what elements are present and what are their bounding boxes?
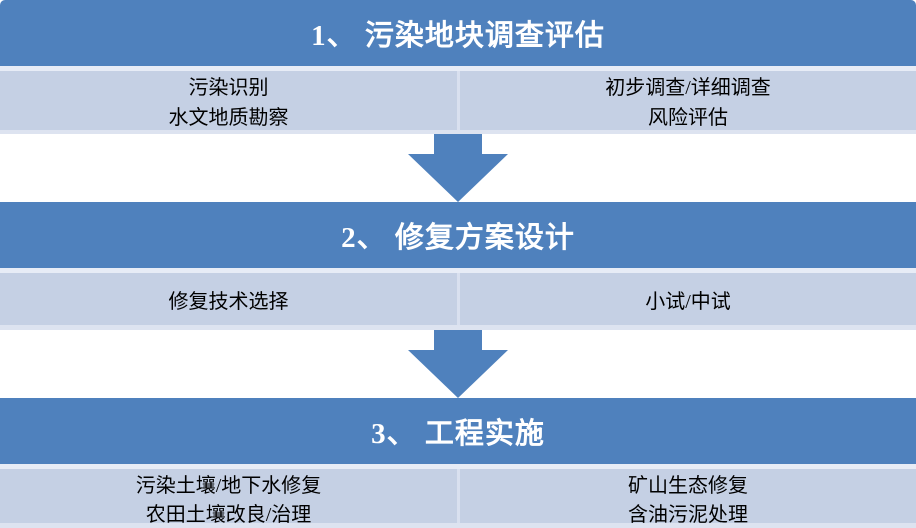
stage-1-section: 1、 污染地块调查评估 污染识别 水文地质勘察 初步调查/详细调查 风险评估 bbox=[0, 0, 916, 134]
stage-3-right-item-1: 矿山生态修复 bbox=[628, 475, 748, 497]
arrow-zone-1 bbox=[0, 134, 916, 202]
stage-1-left-item-1: 污染识别 bbox=[188, 77, 269, 100]
stage-2-header-separator bbox=[0, 268, 916, 273]
stage-2-body: 修复技术选择 小试/中试 bbox=[0, 273, 916, 325]
stage-3-section: 3、 工程实施 污染土壤/地下水修复 农田土壤改良/治理 矿山生态修复 含油污泥… bbox=[0, 398, 916, 528]
stage-3-body: 污染土壤/地下水修复 农田土壤改良/治理 矿山生态修复 含油污泥处理 bbox=[0, 469, 916, 526]
stage-2-header: 2、 修复方案设计 bbox=[0, 202, 916, 268]
down-arrow-icon bbox=[408, 330, 508, 398]
down-arrow-icon bbox=[408, 134, 508, 202]
stage-3-left-item-2: 农田土壤改良/治理 bbox=[145, 504, 312, 526]
stage-3-right-item-2: 含油污泥处理 bbox=[628, 504, 748, 526]
stage-2-right-cell: 小试/中试 bbox=[460, 273, 916, 325]
stage-3-bottom-edge bbox=[0, 523, 916, 528]
stage-3-column-divider bbox=[457, 469, 460, 523]
stage-1-left-item-2: 水文地质勘察 bbox=[168, 106, 289, 129]
stage-2-left-cell: 修复技术选择 bbox=[0, 273, 457, 325]
stage-1-left-cell: 污染识别 水文地质勘察 bbox=[0, 71, 457, 130]
stage-1-column-divider bbox=[457, 71, 460, 130]
stage-1-header: 1、 污染地块调查评估 bbox=[0, 0, 916, 66]
stage-3-header-separator bbox=[0, 464, 916, 469]
stage-3-right-cell: 矿山生态修复 含油污泥处理 bbox=[460, 469, 916, 526]
stage-1-title: 1、 污染地块调查评估 bbox=[311, 20, 605, 52]
stage-1-right-item-2: 风险评估 bbox=[648, 106, 728, 129]
stage-3-title: 3、 工程实施 bbox=[371, 418, 545, 450]
arrow-zone-2 bbox=[0, 330, 916, 398]
stage-1-header-separator bbox=[0, 66, 916, 71]
stage-1-body: 污染识别 水文地质勘察 初步调查/详细调查 风险评估 bbox=[0, 71, 916, 130]
stage-1-right-item-1: 初步调查/详细调查 bbox=[605, 77, 771, 100]
stage-2-section: 2、 修复方案设计 修复技术选择 小试/中试 bbox=[0, 202, 916, 330]
stage-2-right-item-1: 小试/中试 bbox=[645, 290, 731, 313]
stage-2-title: 2、 修复方案设计 bbox=[341, 222, 575, 254]
stage-3-left-cell: 污染土壤/地下水修复 农田土壤改良/治理 bbox=[0, 469, 457, 526]
stage-2-left-item-1: 修复技术选择 bbox=[168, 290, 289, 313]
stage-2-column-divider bbox=[457, 273, 460, 325]
stage-3-left-item-1: 污染土壤/地下水修复 bbox=[135, 475, 322, 497]
stage-3-header: 3、 工程实施 bbox=[0, 398, 916, 464]
stage-1-bottom-edge bbox=[0, 130, 916, 134]
stage-1-right-cell: 初步调查/详细调查 风险评估 bbox=[460, 71, 916, 130]
stage-2-bottom-edge bbox=[0, 325, 916, 330]
